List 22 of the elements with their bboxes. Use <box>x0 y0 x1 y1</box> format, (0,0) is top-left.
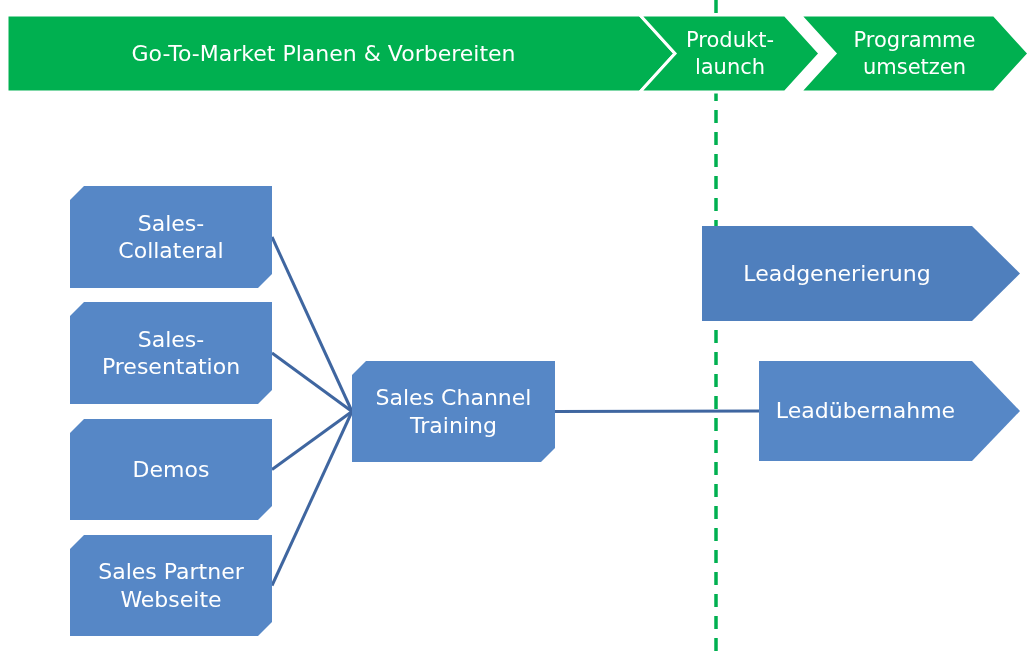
task-box <box>70 419 272 520</box>
timeline-phase <box>800 15 1029 92</box>
task-box <box>352 361 555 462</box>
step-label: Demos <box>132 455 210 484</box>
step-label: Leadgenerierung <box>743 259 931 288</box>
step-label: Sales- Presentation <box>100 325 242 381</box>
task-box <box>70 535 272 636</box>
connector-line <box>555 409 759 413</box>
step-label: Sales- Collateral <box>117 209 225 265</box>
task-box <box>70 186 272 288</box>
task-box <box>70 302 272 404</box>
timeline-phase <box>640 15 820 92</box>
step-label: Go-To-Market Planen & Vorbereiten <box>131 39 516 68</box>
connector-line <box>271 351 353 413</box>
connector-line <box>271 410 353 471</box>
step-label: Programme umsetzen <box>852 27 977 80</box>
step-label: Leadübernahme <box>775 397 956 425</box>
step-label: Produkt- launch <box>685 27 775 80</box>
step-label: Sales Partner Webseite <box>97 558 245 613</box>
process-arrow <box>702 226 1020 321</box>
step-label: Sales Channel Training <box>374 384 533 439</box>
process-arrow <box>759 361 1020 461</box>
